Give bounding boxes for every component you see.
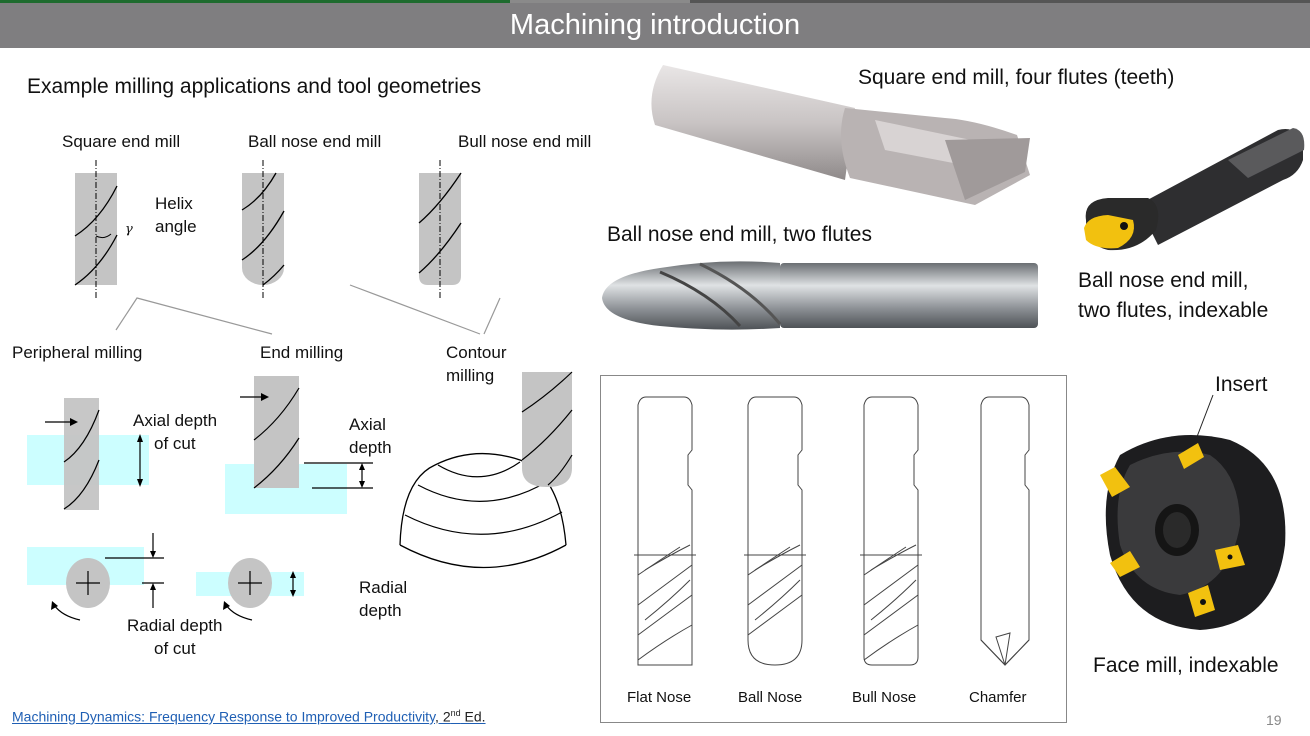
helix-label-line2: angle	[155, 217, 197, 236]
top-accent-bar	[0, 0, 1310, 3]
gamma-symbol: γ	[125, 222, 133, 237]
ball-nose-drawing	[744, 396, 806, 666]
bull-nose-drawing	[860, 396, 922, 666]
caption-square-end-mill: Square end mill, four flutes (teeth)	[858, 66, 1175, 89]
label-ball-nose-end-mill: Ball nose end mill	[248, 132, 382, 151]
radial-depth-drawing	[196, 558, 304, 621]
connector-lines	[115, 284, 501, 335]
label-axial-depth-2: depth	[349, 438, 392, 457]
label-bull-nose-end-mill: Bull nose end mill	[458, 132, 592, 151]
square-end-mill-drawing	[74, 160, 118, 298]
end-milling-drawing	[225, 376, 373, 514]
label-bull-nose: Bull Nose	[852, 689, 917, 706]
label-axial-depth-1: Axial	[349, 415, 386, 434]
flat-nose-drawing	[634, 396, 696, 666]
caption-indexable-ball-line1: Ball nose end mill,	[1078, 269, 1249, 292]
reference-link[interactable]: Machining Dynamics: Frequency Response t…	[12, 708, 436, 725]
label-radial-depth-1: Radial	[359, 578, 408, 597]
contour-milling-drawing	[399, 371, 573, 569]
radial-depth-of-cut-drawing	[27, 533, 164, 621]
label-end-milling: End milling	[260, 343, 344, 362]
label-axial-depth-of-cut-2: of cut	[154, 434, 196, 453]
peripheral-milling-drawing	[27, 398, 149, 510]
label-flat-nose: Flat Nose	[627, 689, 692, 706]
edition-suffix: Ed.	[460, 708, 486, 725]
label-contour-milling: milling	[446, 366, 495, 385]
milling-operations-diagram	[27, 371, 573, 621]
bull-nose-end-mill-drawing	[418, 160, 462, 298]
square-end-mill-photo	[651, 65, 1030, 205]
label-axial-depth-of-cut-1: Axial depth	[133, 411, 218, 430]
edition-superscript: nd	[450, 708, 461, 718]
caption-face-mill: Face mill, indexable	[1093, 654, 1279, 677]
slide-title: Machining introduction	[509, 9, 801, 41]
helix-label-line1: Helix	[155, 194, 193, 213]
face-mill-photo	[1100, 394, 1286, 630]
title-bar: Machining introduction	[0, 3, 1310, 48]
label-chamfer: Chamfer	[969, 689, 1027, 706]
label-peripheral-milling: Peripheral milling	[12, 343, 143, 362]
reference-citation: Machining Dynamics: Frequency Response t…	[12, 708, 486, 725]
tool-line-drawings	[634, 396, 1030, 666]
indexable-ball-nose-photo	[1084, 128, 1305, 251]
label-radial-depth-2: depth	[359, 601, 402, 620]
label-square-end-mill: Square end mill	[62, 132, 181, 151]
page-number: 19	[1266, 712, 1282, 728]
chamfer-drawing	[980, 396, 1030, 666]
label-radial-depth-of-cut-2: of cut	[154, 639, 196, 658]
edition-prefix: , 2	[435, 708, 451, 725]
ball-nose-end-mill-photo	[602, 261, 1038, 330]
label-ball-nose: Ball Nose	[738, 689, 803, 706]
section-heading: Example milling applications and tool ge…	[27, 75, 482, 98]
ball-nose-end-mill-drawing	[241, 160, 285, 298]
label-insert: Insert	[1215, 373, 1268, 396]
label-contour: Contour	[446, 343, 507, 362]
tool-types-panel	[600, 375, 1067, 723]
caption-indexable-ball-line2: two flutes, indexable	[1078, 299, 1269, 322]
label-radial-depth-of-cut-1: Radial depth	[127, 616, 223, 635]
caption-ball-nose-end-mill: Ball nose end mill, two flutes	[607, 223, 872, 246]
tool-geometry-diagram	[74, 160, 501, 335]
